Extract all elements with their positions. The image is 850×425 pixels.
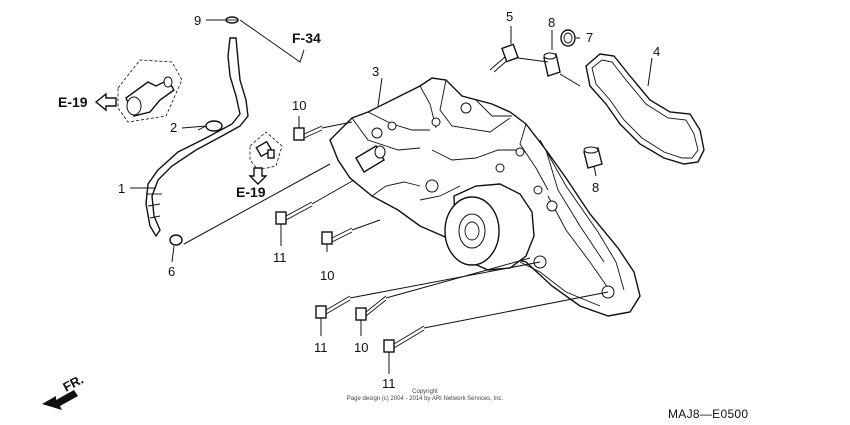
e19-upper-box [117, 59, 183, 123]
leader-lines [130, 19, 653, 374]
callout-6: 6 [168, 264, 175, 279]
bolt-11-middle [315, 295, 351, 319]
water-pump-pulley [444, 183, 535, 271]
copyright-line-1: Copyright [412, 389, 438, 395]
bolt-10-middle [321, 227, 353, 245]
o-ring [560, 29, 576, 47]
copyright-line-2: Page design (c) 2004 - 2014 by ARI Netwo… [347, 396, 504, 402]
bolt-10-upper [293, 125, 323, 141]
e19-upper-arrow [94, 92, 117, 112]
bolt-10-lower [355, 295, 387, 321]
callout-11-lower: 11 [382, 376, 396, 391]
e19-lower-arrow [248, 167, 268, 185]
clip-9 [225, 16, 239, 24]
callout-4: 4 [653, 44, 660, 59]
callout-3: 3 [372, 64, 379, 79]
front-direction-label: FR. [60, 372, 86, 395]
ref-e19-lower[interactable]: E-19 [236, 184, 266, 200]
callout-1: 1 [118, 181, 125, 196]
ref-f34[interactable]: F-34 [292, 30, 321, 46]
bolt-5 [489, 43, 519, 73]
callout-11-upper: 11 [273, 250, 287, 265]
diagram-code: MAJ8—E0500 [668, 407, 748, 421]
callout-9: 9 [194, 13, 201, 28]
gasket [585, 53, 705, 165]
callout-11-middle: 11 [314, 340, 328, 355]
bolt-11-upper [275, 201, 313, 225]
callout-10-upper: 10 [292, 98, 306, 113]
dowel-pin-lower [583, 146, 603, 169]
ref-e19-upper[interactable]: E-19 [58, 94, 88, 110]
front-arrow-icon [42, 390, 78, 410]
callout-10-middle: 10 [320, 268, 334, 283]
callout-8-lower: 8 [592, 180, 599, 195]
callout-7: 7 [586, 30, 593, 45]
callout-10-lower: 10 [354, 340, 368, 355]
dowel-pin-upper [543, 52, 561, 77]
hose-clamp-6 [169, 234, 183, 246]
hose [145, 37, 249, 238]
bolt-11-lower [383, 325, 425, 353]
callout-5: 5 [506, 9, 513, 24]
callout-8-upper: 8 [548, 15, 555, 30]
e19-lower-box [249, 131, 283, 171]
callout-2: 2 [170, 120, 177, 135]
